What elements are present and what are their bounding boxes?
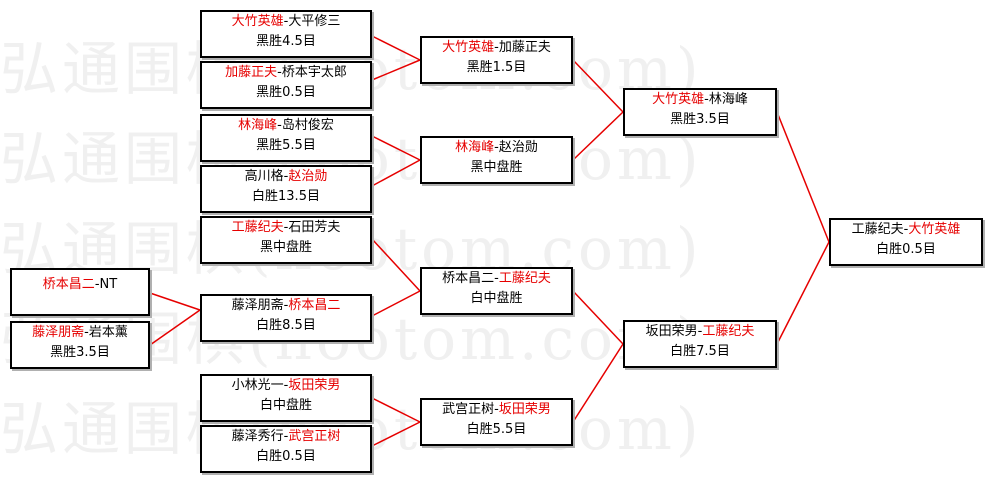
connector-line [371,35,421,61]
player-name: 藤泽朋斋 [32,325,85,340]
match-result: 黑中盘胜 [470,160,523,175]
player-name: NT [99,277,118,292]
connector-line [371,290,421,317]
player-name: 大平修三 [288,14,341,29]
player-name: 武宫正树 [442,402,495,417]
connector-line [572,343,624,423]
player-name: 岛村俊宏 [281,118,334,133]
match-box: 小林光一-坂田荣男 白中盘胜 [200,374,372,422]
player-name: 桥本昌二 [442,271,495,286]
match-result: 黑胜3.5目 [670,112,730,127]
player-name: 大竹英雄 [442,40,495,55]
match-result: 白胜7.5目 [670,344,730,359]
match-box: 武宫正树-坂田荣男 白胜5.5目 [420,398,573,446]
match-box: 桥本昌二-NT [10,268,150,316]
match-result: 黑中盘胜 [259,240,312,255]
connector-line [371,238,421,292]
match-box: 大竹英雄-林海峰 黑胜3.5目 [623,88,777,136]
match-box: 高川格-赵治勋 白胜13.5目 [200,165,372,213]
match-result: 白胜0.5目 [256,449,316,464]
match-box: 林海峰-赵治勋 黑中盘胜 [420,136,573,184]
match-result: 白中盘胜 [470,291,523,306]
match-box: 坂田荣男-工藤纪夫 白胜7.5目 [623,320,777,368]
player-name: 工藤纪夫 [702,324,755,339]
connector-line [371,59,421,81]
connector-line [371,135,421,161]
player-name: 工藤纪夫 [231,220,284,235]
player-name: 坂田荣男 [498,402,551,417]
player-name: 高川格 [244,169,284,184]
player-name: 坂田荣男 [645,324,698,339]
player-name: 赵治勋 [498,140,538,155]
player-name: 加藤正夫 [498,40,551,55]
match-result: 黑胜1.5目 [466,60,527,75]
player-name: 林海峰 [708,92,748,107]
player-name: 武宫正树 [288,429,341,444]
match-result: 白中盘胜 [259,398,312,413]
player-name: 林海峰 [455,140,495,155]
player-name: 工藤纪夫 [498,271,551,286]
match-box: 林海峰-岛村俊宏 黑胜5.5目 [200,114,372,162]
match-box: 大竹英雄-加藤正夫 黑胜1.5目 [420,36,573,84]
connector-line [572,59,624,113]
player-name: 小林光一 [231,378,284,393]
match-box: 藤泽秀行-武宫正树 白胜0.5目 [200,425,372,473]
connector-line [776,111,830,243]
player-name: 藤泽朋斋 [231,298,284,313]
connector-line [371,397,421,423]
final-match-box: 工藤纪夫-大竹英雄 白胜0.5目 [829,218,983,266]
connector-line [371,159,421,187]
player-name: 大竹英雄 [908,222,961,237]
player-name: 石田芳夫 [288,220,341,235]
player-name: 工藤纪夫 [851,222,904,237]
connector-line [149,309,201,346]
match-result: 白胜0.5目 [876,242,936,257]
match-box: 桥本昌二-工藤纪夫 白中盘胜 [420,267,573,315]
player-name: 坂田荣男 [288,378,341,393]
match-result: 黑胜0.5目 [256,85,316,100]
match-box: 工藤纪夫-石田芳夫 黑中盘胜 [200,216,372,264]
connector-line [371,421,421,447]
player-name: 桥本昌二 [288,298,341,313]
match-result: 白胜5.5目 [466,422,527,437]
player-name: 赵治勋 [288,169,328,184]
connector-line [149,292,201,311]
match-box: 藤泽朋斋-岩本薰 黑胜3.5目 [10,321,150,369]
match-result: 黑胜4.5目 [256,34,316,49]
player-name: 藤泽秀行 [231,429,284,444]
player-name: 桥本宇太郎 [281,65,347,80]
match-result: 白胜8.5目 [256,318,316,333]
player-name: 加藤正夫 [225,65,278,80]
player-name: 岩本薰 [88,325,128,340]
connector-line [572,111,624,161]
connector-line [572,290,624,345]
match-box: 加藤正夫-桥本宇太郎 黑胜0.5目 [200,61,372,109]
match-box: 大竹英雄-大平修三 黑胜4.5目 [200,10,372,58]
player-name: 桥本昌二 [42,277,95,292]
player-name: 大竹英雄 [652,92,705,107]
match-box: 藤泽朋斋-桥本昌二 白胜8.5目 [200,294,372,342]
match-result: 黑胜5.5目 [256,138,316,153]
match-result: 黑胜3.5目 [50,345,110,360]
player-name: 林海峰 [238,118,278,133]
player-name: 大竹英雄 [231,14,284,29]
connector-line [776,241,830,345]
match-result: 白胜13.5目 [252,189,320,204]
